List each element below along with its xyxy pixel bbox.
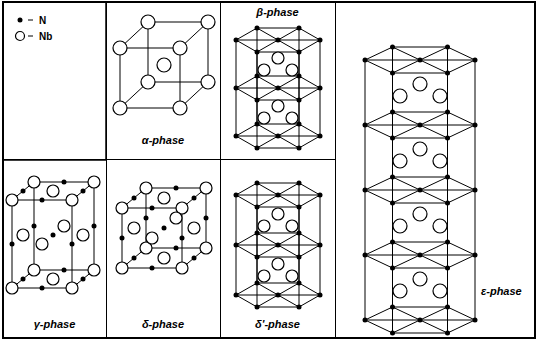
legend-row: N (14, 14, 46, 26)
phase-label: α-phase (141, 134, 185, 147)
phase-label: ε-phase (480, 285, 523, 298)
phase-panel: α-phase (106, 2, 221, 160)
legend-text: Nb (39, 31, 52, 42)
legend-text: N (39, 15, 46, 26)
phase-panel: δ'-phase (220, 159, 336, 338)
legend-row: Nb (14, 30, 52, 42)
phase-label: δ-phase (141, 318, 185, 331)
phase-panel: δ-phase (106, 159, 221, 338)
nitrogen-symbol (14, 14, 36, 26)
phase-label: β-phase (255, 6, 299, 19)
phase-panel: β-phase (220, 2, 336, 160)
niobium-symbol (14, 30, 36, 42)
phase-label: δ'-phase (254, 318, 301, 331)
phase-panel: γ-phase (3, 159, 107, 338)
phase-label: γ-phase (33, 318, 77, 331)
phase-panel: ε-phase (335, 2, 535, 338)
